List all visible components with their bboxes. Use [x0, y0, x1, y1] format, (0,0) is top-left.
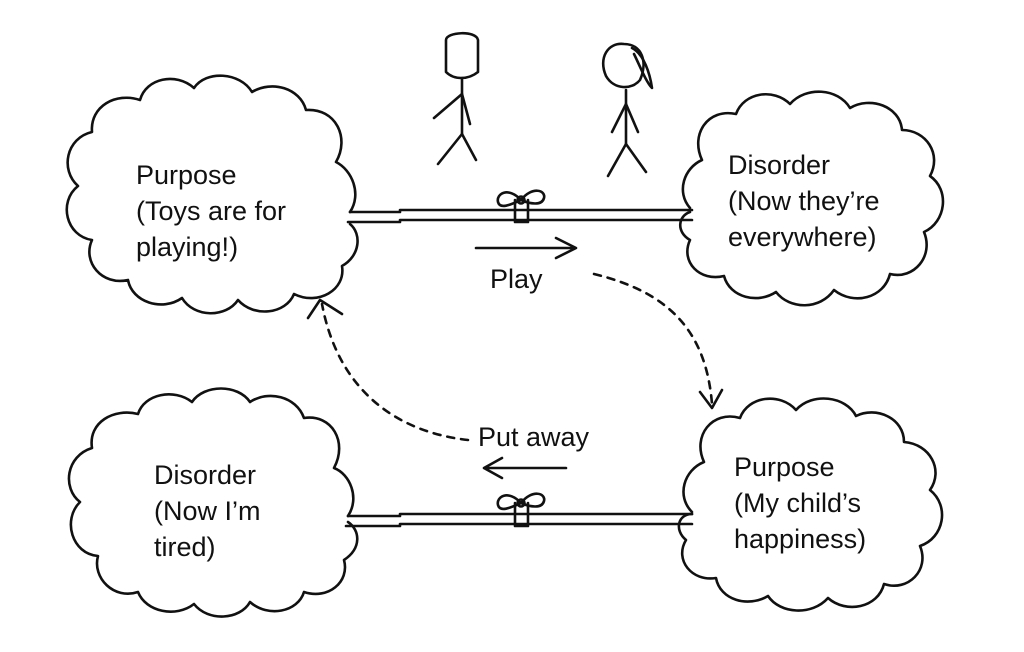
- valve-top: [498, 191, 544, 222]
- play-arrow: [476, 238, 576, 258]
- dashed-arrowhead-down: [700, 390, 722, 408]
- bottom-left-line2: (Now I’m: [154, 496, 261, 526]
- cloud-top-left: [67, 76, 358, 314]
- bottom-left-line3: tired): [154, 532, 216, 562]
- stick-figure-adult: [434, 33, 478, 164]
- put-away-arrow: [484, 458, 566, 478]
- stick-figure-child: [603, 44, 652, 176]
- dashed-arrow-play-to-happiness: [594, 274, 712, 404]
- dashed-arrowhead-up: [308, 300, 342, 318]
- bottom-left-title: Disorder: [154, 460, 257, 490]
- top-right-line2: (Now they’re: [728, 186, 880, 216]
- bottom-right-line2: (My child’s: [734, 488, 862, 518]
- bottom-right-title: Purpose: [734, 452, 835, 482]
- put-away-label: Put away: [478, 422, 590, 452]
- dashed-arrow-putaway-to-purpose: [322, 304, 468, 440]
- valve-bottom: [498, 494, 544, 526]
- pipe-bottom: [346, 514, 692, 526]
- pipe-top: [348, 210, 692, 222]
- top-left-title: Purpose: [136, 160, 237, 190]
- top-right-line3: everywhere): [728, 222, 877, 252]
- top-left-line2: (Toys are for: [136, 196, 287, 226]
- top-right-title: Disorder: [728, 150, 831, 180]
- cloud-top-right: [680, 92, 943, 306]
- cloud-bottom-right: [679, 399, 942, 611]
- cloud-bottom-left: [69, 389, 357, 617]
- top-left-line3: playing!): [136, 232, 239, 262]
- bottom-right-line3: happiness): [734, 524, 867, 554]
- play-label: Play: [490, 264, 543, 294]
